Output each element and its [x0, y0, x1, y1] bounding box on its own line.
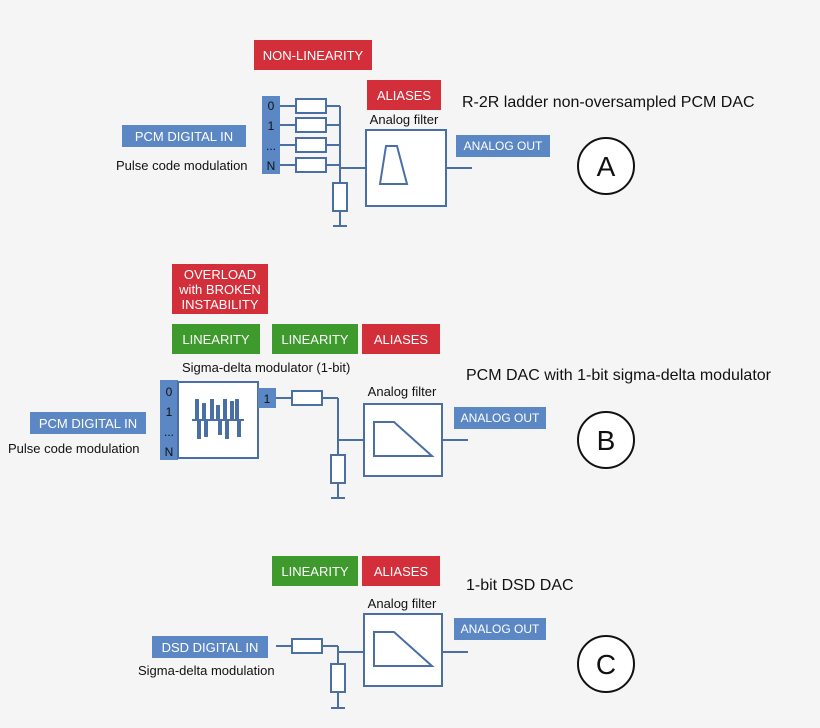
- badge-aliases-c-text: ALIASES: [374, 564, 429, 579]
- section-b: OVERLOAD with BROKEN INSTABILITY LINEARI…: [8, 264, 772, 499]
- input-label-b: [30, 412, 146, 434]
- bit-b-dots: ...: [164, 425, 174, 439]
- badge-linearity-b1-text: LINEARITY: [182, 332, 250, 347]
- badge-aliases-c: [362, 556, 440, 586]
- output-label-a: [456, 135, 550, 157]
- bit-column-b: [160, 380, 178, 460]
- section-b-marker: [577, 411, 635, 469]
- badge-linearity-b1: [172, 324, 260, 354]
- input-sub-b: Pulse code modulation: [8, 441, 140, 456]
- bit-b-n: N: [165, 445, 174, 459]
- badge-overload-b-line3: INSTABILITY: [181, 297, 258, 312]
- title-a: R-2R ladder non-oversampled PCM DAC: [462, 94, 755, 111]
- resistor-network-c: [276, 638, 364, 709]
- analog-filter-b: [363, 403, 443, 477]
- title-b: PCM DAC with 1-bit sigma-delta modulator: [466, 367, 772, 384]
- badge-overload-b-line1: OVERLOAD: [184, 267, 256, 282]
- section-c-letter: C: [596, 649, 616, 680]
- title-c: 1-bit DSD DAC: [466, 577, 574, 594]
- resistor-network-b: [276, 390, 364, 499]
- output-label-a-text: ANALOG OUT: [464, 139, 543, 153]
- filter-response-a-icon: [378, 145, 409, 185]
- badge-nonlinearity-a: [254, 40, 372, 70]
- filter-response-b-icon: [373, 421, 435, 457]
- modulator-label-b: Sigma-delta modulator (1-bit): [182, 360, 350, 375]
- filter-label-a: Analog filter: [370, 112, 439, 127]
- output-label-c-text: ANALOG OUT: [461, 622, 540, 636]
- output-label-b-text: ANALOG OUT: [461, 411, 540, 425]
- input-sub-a: Pulse code modulation: [116, 158, 248, 173]
- badge-overload-b-line2: with BROKEN: [178, 282, 261, 297]
- badge-aliases-b: [362, 324, 440, 354]
- filter-response-c-icon: [373, 631, 435, 667]
- modulator-output-bit-b: [258, 388, 276, 408]
- badge-linearity-c-text: LINEARITY: [281, 564, 349, 579]
- bit-b-0: 0: [166, 385, 173, 399]
- section-c: LINEARITY ALIASES 1-bit DSD DAC DSD DIGI…: [138, 556, 635, 709]
- badge-linearity-b2-text: LINEARITY: [281, 332, 349, 347]
- badge-nonlinearity-a-text: NON-LINEARITY: [263, 48, 364, 63]
- pulse-stream-icon: [192, 399, 244, 439]
- output-label-b: [454, 407, 546, 429]
- analog-filter-c: [363, 613, 443, 687]
- section-b-letter: B: [597, 425, 616, 456]
- badge-overload-b: [172, 264, 268, 314]
- bit-a-1: 1: [268, 119, 275, 133]
- section-a: NON-LINEARITY ALIASES R-2R ladder non-ov…: [116, 40, 755, 227]
- input-label-b-text: PCM DIGITAL IN: [39, 416, 137, 431]
- output-label-c: [454, 618, 546, 640]
- badge-linearity-b2: [272, 324, 358, 354]
- badge-linearity-c: [272, 556, 358, 586]
- input-label-a-text: PCM DIGITAL IN: [135, 129, 233, 144]
- analog-filter-a: [365, 129, 447, 207]
- input-label-c-text: DSD DIGITAL IN: [162, 640, 259, 655]
- badge-aliases-a: [367, 80, 441, 110]
- bit-column-a: [262, 96, 280, 174]
- filter-label-c: Analog filter: [368, 596, 437, 611]
- resistor-ladder-a: [280, 98, 366, 227]
- section-a-marker: [577, 137, 635, 195]
- bit-b-1: 1: [166, 405, 173, 419]
- section-a-letter: A: [597, 151, 616, 182]
- section-c-marker: [577, 635, 635, 693]
- badge-aliases-a-text: ALIASES: [377, 88, 432, 103]
- modulator-output-bit-b-text: 1: [264, 392, 271, 406]
- bit-a-dots: ...: [266, 139, 276, 153]
- badge-aliases-b-text: ALIASES: [374, 332, 429, 347]
- bit-a-0: 0: [268, 99, 275, 113]
- input-label-a: [122, 125, 246, 147]
- input-label-c: [152, 636, 268, 658]
- input-sub-c: Sigma-delta modulation: [138, 663, 275, 678]
- bit-a-n: N: [267, 159, 276, 173]
- filter-label-b: Analog filter: [368, 384, 437, 399]
